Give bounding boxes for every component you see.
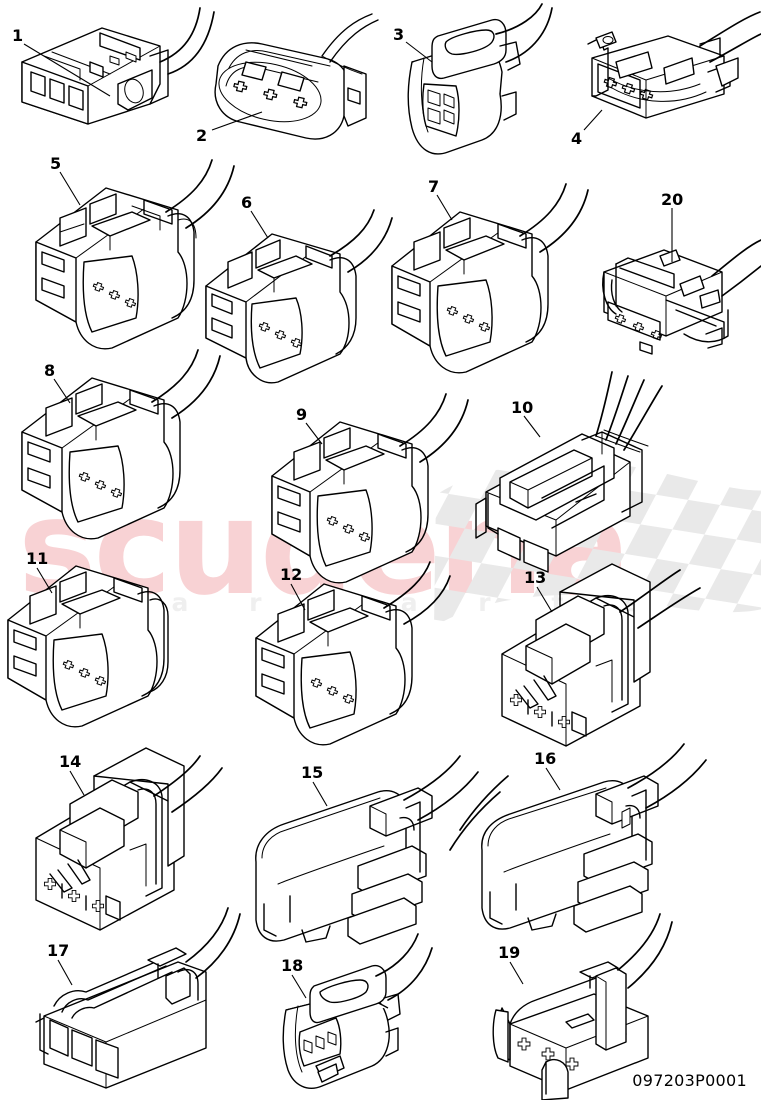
part-12-illustration [255, 561, 451, 746]
part-18-illustration [282, 933, 433, 1089]
part-1-illustration [21, 7, 215, 125]
part-9-illustration [271, 393, 469, 584]
callout-number-15[interactable]: 15 [301, 763, 324, 782]
part-11-illustration [7, 565, 169, 728]
part-16-illustration [449, 743, 707, 933]
callout-number-13[interactable]: 13 [524, 568, 547, 587]
part-15-illustration [255, 755, 479, 945]
callout-number-11[interactable]: 11 [26, 549, 49, 568]
callout-number-7[interactable]: 7 [428, 177, 440, 196]
callout-number-14[interactable]: 14 [59, 752, 82, 771]
callout-number-16[interactable]: 16 [534, 749, 557, 768]
part-3-illustration [407, 3, 553, 155]
part-14-illustration [35, 747, 223, 931]
callout-number-19[interactable]: 19 [498, 943, 521, 962]
callout-number-4[interactable]: 4 [571, 129, 583, 148]
part-20-illustration [602, 239, 761, 355]
callout-leader-lines [23, 41, 673, 999]
part-6-illustration [205, 209, 393, 384]
callout-number-12[interactable]: 12 [280, 565, 303, 584]
callout-number-17[interactable]: 17 [47, 941, 70, 960]
part-5-illustration [35, 159, 235, 350]
part-4-illustration [587, 11, 761, 119]
callout-number-2[interactable]: 2 [196, 126, 208, 145]
callout-number-3[interactable]: 3 [393, 25, 405, 44]
callout-number-6[interactable]: 6 [241, 193, 253, 212]
part-7-illustration [391, 183, 589, 374]
callout-number-8[interactable]: 8 [44, 361, 56, 380]
callout-number-9[interactable]: 9 [296, 405, 308, 424]
callout-number-20[interactable]: 20 [661, 190, 684, 209]
part-8-illustration [21, 349, 221, 540]
part-10-illustration [475, 371, 663, 573]
part-19-illustration [492, 913, 673, 1100]
part-13-illustration [501, 563, 701, 747]
callout-number-1[interactable]: 1 [12, 26, 24, 45]
callout-number-5[interactable]: 5 [50, 154, 62, 173]
part-17-illustration [35, 907, 241, 1089]
part-2-illustration [214, 13, 379, 140]
callout-number-18[interactable]: 18 [281, 956, 304, 975]
callout-number-10[interactable]: 10 [511, 398, 534, 417]
diagram-part-code: 097203P0001 [632, 1071, 747, 1090]
